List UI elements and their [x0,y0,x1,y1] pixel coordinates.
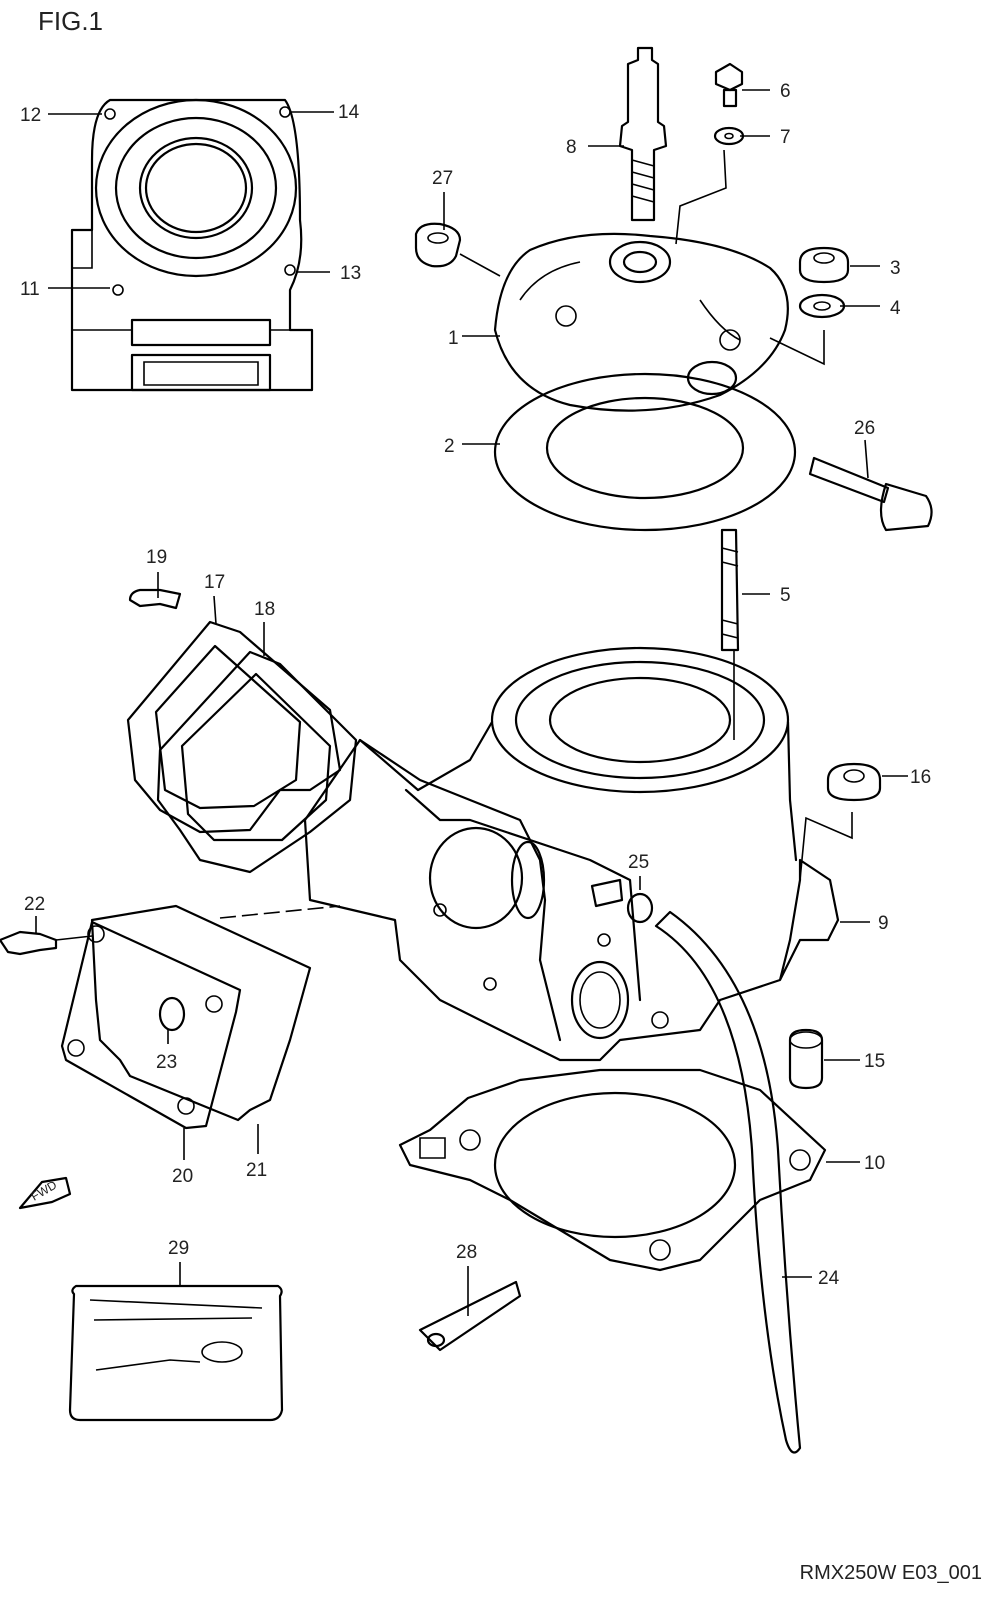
callout-17: 17 [204,572,225,593]
stud-bolt [720,528,740,652]
callout-15: 15 [864,1051,885,1072]
hose-clamp [418,1280,522,1352]
callout-5: 5 [780,585,791,606]
callout-29: 29 [168,1238,189,1259]
breather-hose [654,910,802,1454]
callout-6: 6 [780,81,791,102]
callout-16: 16 [910,767,931,788]
callout-25: 25 [628,852,649,873]
cylinder-top-inset [70,98,314,392]
callout-1: 1 [448,328,459,349]
callout-8: 8 [566,137,577,158]
callout-18: 18 [254,599,275,620]
exhaust-cover [0,904,312,1130]
forward-direction-arrow-icon: FWD [18,1176,72,1210]
figure-title: FIG.1 [38,6,104,36]
callout-12: 12 [20,105,41,126]
callout-14: 14 [338,102,360,123]
callout-7: 7 [780,127,791,148]
callout-3: 3 [890,258,901,279]
leader-lines [35,89,908,1316]
callout-13: 13 [340,263,361,284]
callout-labels: 1 2 3 4 5 6 7 8 9 10 11 12 13 14 15 16 1… [20,81,931,1289]
head-gasket [493,372,797,532]
callout-19: 19 [146,547,167,568]
diagram-code: RMX250W E03_001 [799,1562,982,1584]
callout-28: 28 [456,1242,477,1263]
callout-27: 27 [432,168,453,189]
intake-gaskets [126,588,358,874]
callout-2: 2 [444,436,455,457]
cylinder-body [219,646,840,1062]
callout-21: 21 [246,1160,267,1181]
spark-plug [618,46,668,222]
callout-4: 4 [890,298,901,319]
callout-26: 26 [854,418,875,439]
cylinder-head [493,232,789,412]
callout-10: 10 [864,1153,885,1174]
caution-label [68,1284,284,1422]
callout-24: 24 [818,1268,840,1289]
callout-9: 9 [878,913,889,934]
fasteners-top [414,62,933,532]
callout-20: 20 [172,1166,193,1187]
callout-22: 22 [24,894,45,915]
cylinder-base-gasket [398,1068,827,1272]
callout-23: 23 [156,1052,177,1073]
fasteners-mid [590,762,882,1090]
callout-11: 11 [20,279,40,300]
